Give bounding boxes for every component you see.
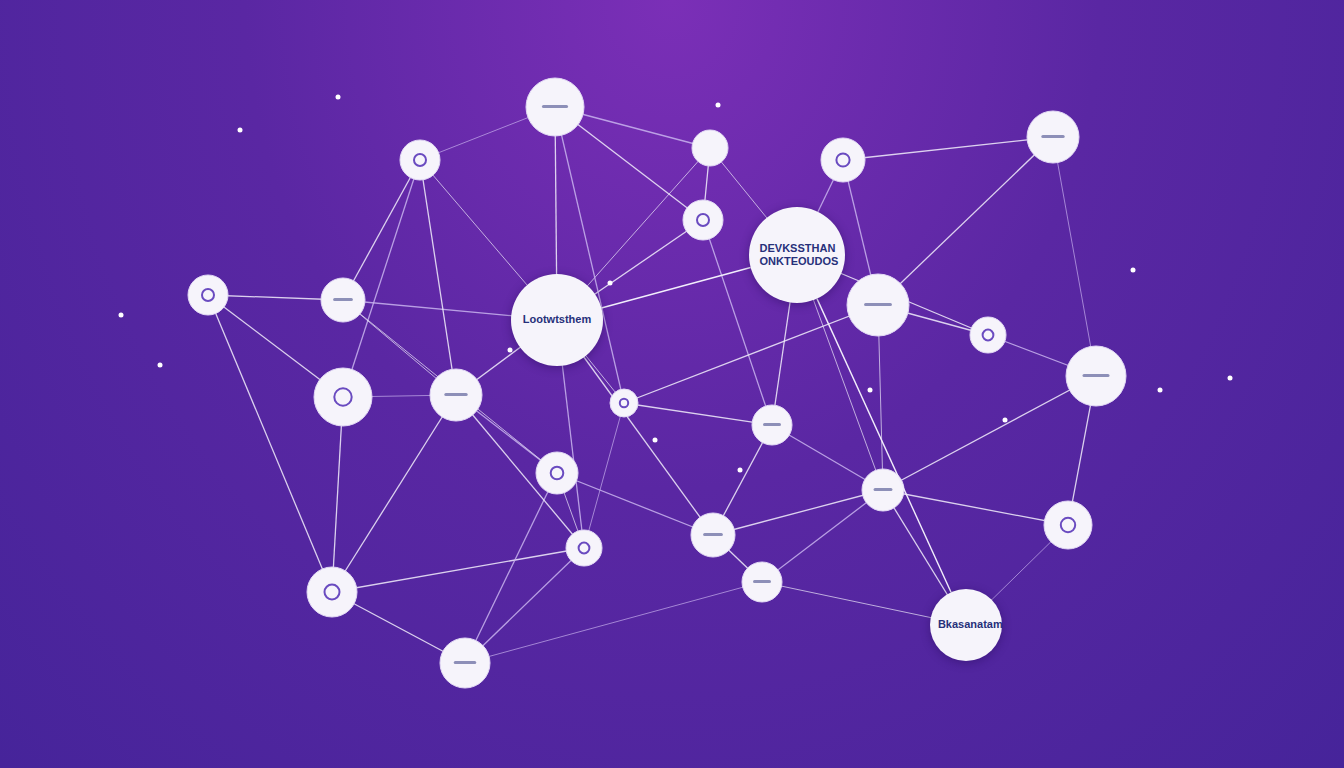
icon-mark (454, 661, 477, 664)
network-node: Lootwtsthem (511, 274, 603, 366)
network-node-circle (536, 452, 578, 494)
network-node-circle (821, 138, 865, 182)
scatter-dot (1158, 388, 1163, 393)
network-line (208, 295, 332, 592)
scatter-dot (608, 281, 613, 286)
icon-mark (325, 585, 340, 600)
network-node-circle (188, 275, 228, 315)
network-node-circle (566, 530, 602, 566)
scatter-dot (508, 348, 513, 353)
network-node-circle (307, 567, 357, 617)
icon-mark (983, 330, 994, 341)
scatter-dot (238, 128, 243, 133)
network-line (465, 582, 762, 663)
network-line (557, 473, 713, 535)
icon-mark (620, 399, 628, 407)
icon-mark (753, 580, 771, 583)
network-line (624, 403, 772, 425)
scatter-dot (716, 103, 721, 108)
network-line (343, 160, 420, 397)
network-node-circle (1044, 501, 1092, 549)
icon-mark (551, 467, 564, 480)
network-connector (601, 268, 750, 308)
icon-mark (874, 488, 893, 491)
icon-mark (414, 154, 426, 166)
network-node-circle (683, 200, 723, 240)
icon-mark (1041, 135, 1064, 138)
network-node-circle (430, 369, 482, 421)
scatter-dot (119, 313, 124, 318)
network-line (624, 305, 878, 403)
network-line (878, 137, 1053, 305)
icon-mark (763, 423, 781, 426)
network-node-circle (752, 405, 792, 445)
icon-mark (703, 533, 723, 536)
icon-mark (333, 298, 353, 301)
network-line (843, 137, 1053, 160)
node-label: Lootwtsthem (521, 313, 593, 326)
network-connector (817, 299, 951, 593)
icon-mark (579, 543, 590, 554)
network-node-circle (400, 140, 440, 180)
network-node-circle (1027, 111, 1079, 163)
network-line (584, 403, 624, 548)
scatter-dot (1131, 268, 1136, 273)
scatter-dot (868, 388, 873, 393)
network-line (883, 490, 1068, 525)
icon-mark (542, 105, 568, 108)
scatter-dot (336, 95, 341, 100)
icon-mark (697, 214, 709, 226)
icon-mark (836, 153, 849, 166)
icon-mark (444, 393, 467, 396)
network-node-circle (321, 278, 365, 322)
icon-mark (202, 289, 214, 301)
network-node-circle (742, 562, 782, 602)
network-node-circle (1066, 346, 1126, 406)
network-node: DEVKSSTHAN ONKTEOUDOS (749, 207, 845, 303)
scatter-dot (653, 438, 658, 443)
network-node-circle (691, 513, 735, 557)
network-node: Bkasanatam (930, 589, 1002, 661)
scatter-dot (1228, 376, 1233, 381)
network-line (456, 395, 584, 548)
network-line (883, 376, 1096, 490)
icon-mark (864, 303, 892, 306)
node-label: DEVKSSTHAN ONKTEOUDOS (758, 242, 837, 268)
network-line (465, 473, 557, 663)
scatter-dot (1003, 418, 1008, 423)
network-node-circle (692, 130, 728, 166)
scatter-dot (158, 363, 163, 368)
network-line (713, 490, 883, 535)
network-node-circle (526, 78, 584, 136)
scatter-dot (738, 468, 743, 473)
network-line (420, 160, 456, 395)
icon-mark (1061, 518, 1075, 532)
icon-mark (334, 388, 351, 405)
network-line (762, 490, 883, 582)
network-node-circle (970, 317, 1006, 353)
network-node-circle (440, 638, 490, 688)
network-line (1053, 137, 1096, 376)
node-label: Bkasanatam (936, 618, 996, 631)
icon-mark (1083, 374, 1110, 377)
network-node-circle (314, 368, 372, 426)
network-node-circle (610, 389, 638, 417)
network-node-circle (847, 274, 909, 336)
